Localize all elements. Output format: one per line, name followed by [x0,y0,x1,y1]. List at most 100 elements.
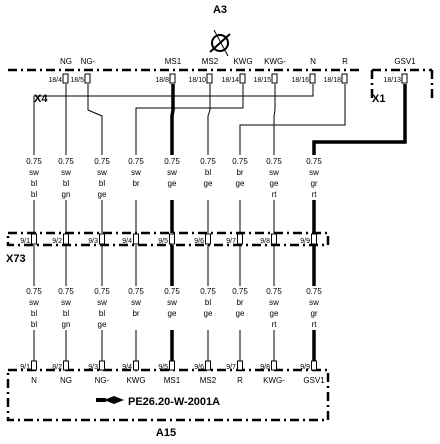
bottom-pin-socket-8 [311,360,317,371]
connector-x73-label: X73 [6,253,26,265]
top-signal-kwg-: KWG- [264,57,286,66]
bottom-signal-1: NG [60,376,72,385]
wire-color3-lower-2: ge [98,320,107,329]
wire-color1-upper-5: bl [205,168,211,177]
wire-color1-lower-5: bl [205,298,211,307]
wire-color1-upper-6: br [236,168,243,177]
top-pin-3: 18/10 [188,77,206,84]
wire-route-top-1 [87,84,103,155]
bottom-pin-socket-1 [63,360,69,371]
x73-pin-socket-2 [99,233,105,245]
wire-color2-upper-7: ge [270,179,279,188]
bottom-signal-7: KWG- [263,376,285,385]
wire-color1-lower-6: br [236,298,243,307]
wire-route-top-8 [312,84,407,155]
wire-size-upper-2: 0.75 [94,157,110,166]
top-pin-socket-1 [84,73,91,84]
connector-x1-label: X1 [372,93,385,105]
x73-pin-1: 9/2 [52,238,62,245]
top-pin-8: 18/13 [383,77,401,84]
x73-pin-3: 9/4 [122,238,132,245]
wire-size-upper-0: 0.75 [26,157,42,166]
bottom-pin-4: 9/5 [158,364,168,371]
bottom-pin-1: 8/2 [52,364,62,371]
wire-color1-upper-0: sw [29,168,39,177]
wire-route-top-7 [239,84,346,155]
x73-pin-socket-0 [31,233,37,245]
x73-pin-socket-5 [205,233,211,245]
top-pin-socket-6 [309,73,316,84]
wire-color2-lower-2: bl [99,309,105,318]
bottom-pin-socket-0 [31,360,37,371]
top-signal-n: N [310,57,316,66]
wire-color2-lower-1: bl [63,309,69,318]
x73-connector-box [6,231,330,247]
top-pin-socket-7 [341,73,348,84]
wire-size-lower-8: 0.75 [306,287,322,296]
wire-size-lower-5: 0.75 [200,287,216,296]
bottom-signal-0: N [31,376,37,385]
bottom-signal-8: GSV1 [303,376,325,385]
wire-color1-lower-0: sw [29,298,39,307]
wire-color3-lower-1: gn [62,320,71,329]
top-pin-socket-2 [169,73,176,84]
top-signal-gsv1: GSV1 [394,57,416,66]
wire-size-upper-7: 0.75 [266,157,282,166]
wire-color1-upper-8: sw [309,168,319,177]
wire-color3-lower-8: rt [312,320,318,329]
wire-color2-upper-2: bl [99,179,105,188]
x73-pin-socket-1 [63,233,69,245]
wire-size-lower-6: 0.75 [232,287,248,296]
module-a15-boundary [6,368,330,422]
wire-size-upper-3: 0.75 [128,157,144,166]
bottom-signal-4: MS1 [164,376,181,385]
x73-pin-socket-7 [271,233,277,245]
wire-color1-lower-2: sw [97,298,107,307]
wire-color2-upper-6: ge [236,179,245,188]
wire-size-lower-4: 0.75 [164,287,180,296]
wire-color2-lower-7: ge [270,309,279,318]
bottom-pin-3: 9/4 [122,364,132,371]
ground-symbol-icon [209,29,231,57]
x73-pin-socket-8 [311,233,317,245]
top-pin-socket-0 [62,73,69,84]
wire-color2-lower-8: gr [310,309,317,318]
wire-size-upper-8: 0.75 [306,157,322,166]
top-signal-r: R [342,57,348,66]
top-signal-ms1: MS1 [165,57,182,66]
wire-color1-lower-1: sw [61,298,71,307]
wire-color1-upper-7: sw [269,168,279,177]
wire-color1-upper-4: sw [167,168,177,177]
x73-pin-8: 9/9 [300,238,310,245]
bottom-signal-2: NG- [95,376,110,385]
wire-color2-upper-1: bl [63,179,69,188]
bottom-signal-3: KWG [126,376,145,385]
module-a3-label: A3 [213,4,227,16]
top-signal-kwg: KWG [233,57,252,66]
wire-size-lower-7: 0.75 [266,287,282,296]
wire-route-top-6 [33,84,314,155]
wire-route-top-5 [273,84,276,155]
x73-pin-5: 9/6 [194,238,204,245]
wire-color1-upper-2: sw [97,168,107,177]
bottom-signal-5: MS2 [200,376,217,385]
wire-color1-lower-8: sw [309,298,319,307]
wire-size-lower-1: 0.75 [58,287,74,296]
top-pin-7: 18/18 [323,77,341,84]
wire-color3-upper-8: rt [312,190,318,199]
wire-color3-upper-1: gn [62,190,71,199]
wire-color3-upper-7: rt [272,190,278,199]
bottom-pin-0: 9/1 [20,364,30,371]
wire-color2-lower-6: ge [236,309,245,318]
wire-color2-lower-4: ge [168,309,177,318]
wire-color2-upper-8: gr [310,179,317,188]
x73-pin-7: 9/8 [260,238,270,245]
top-pin-2: 18/8 [155,77,169,84]
bottom-signal-6: R [237,376,243,385]
wire-color1-upper-3: sw [131,168,141,177]
top-pin-socket-3 [206,73,213,84]
bottom-pin-7: 9/8 [260,364,270,371]
top-pin-5: 18/15 [253,77,271,84]
bottom-pin-socket-7 [271,360,277,371]
